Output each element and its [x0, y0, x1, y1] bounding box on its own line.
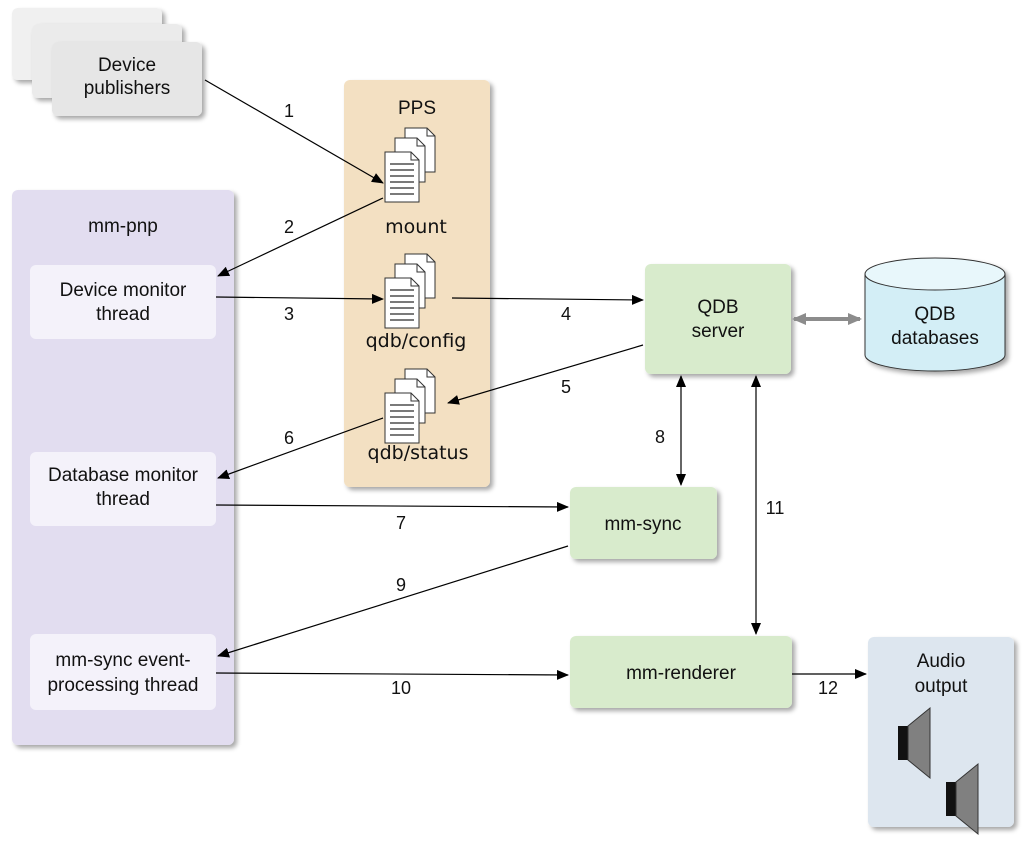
publishers-label-2: publishers [84, 78, 171, 99]
qdb-server-label-2: server [692, 321, 745, 342]
mm-sync-label: mm-sync [604, 514, 681, 535]
mm-sync-box: mm-sync [570, 487, 717, 559]
qdb-server-box: QDB server [645, 264, 791, 374]
edge-5 [447, 344, 644, 405]
device-publishers: Device publishers [12, 8, 202, 116]
mm-pnp-title: mm-pnp [88, 216, 158, 237]
edge-label-11: 11 [766, 498, 785, 518]
database-monitor-thread-box [30, 452, 216, 526]
edge-label-2: 2 [284, 217, 294, 237]
audio-output-label-2: output [915, 676, 969, 697]
edge-4 [451, 294, 644, 305]
edge-10 [215, 669, 569, 680]
mm-pnp-container: mm-pnp Device monitor thread Database mo… [12, 190, 234, 745]
config-label: qdb/config [366, 330, 467, 352]
edge-labels: 1 2 3 4 5 6 7 8 9 10 11 12 [284, 101, 838, 698]
edge-label-12: 12 [818, 678, 838, 698]
edge-label-1: 1 [284, 101, 294, 121]
edge-label-9: 9 [396, 575, 406, 595]
edge-label-7: 7 [396, 513, 406, 533]
qdb-databases-label-1: QDB [914, 304, 955, 325]
database-cylinder-icon [864, 257, 1006, 372]
edge-label-3: 3 [284, 304, 294, 324]
device-monitor-label-1: Device monitor [60, 280, 187, 301]
database-monitor-label-1: Database monitor [48, 465, 199, 486]
audio-output-box: Audio output [868, 637, 1014, 836]
edge-1 [204, 79, 384, 184]
edges [204, 79, 867, 680]
edge-7 [215, 501, 569, 512]
mm-renderer-label: mm-renderer [626, 663, 736, 684]
edge-label-4: 4 [561, 304, 571, 324]
speaker-icon [898, 706, 931, 780]
mount-label: mount [385, 216, 447, 238]
device-monitor-label-2: thread [96, 304, 150, 325]
edge-label-10: 10 [391, 678, 411, 698]
qdb-server-label-1: QDB [697, 297, 738, 318]
sync-event-label-2: processing thread [47, 675, 198, 696]
edge-6 [217, 417, 384, 479]
audio-output-label-1: Audio [917, 651, 966, 672]
qdb-databases-label-2: databases [891, 328, 979, 349]
status-label: qdb/status [368, 442, 469, 464]
pps-container: PPS mount qdb/config qdb/status [344, 80, 490, 487]
pps-title: PPS [398, 98, 436, 119]
publishers-label-1: Device [98, 55, 156, 76]
edge-3 [215, 293, 384, 304]
database-monitor-label-2: thread [96, 489, 150, 510]
sync-event-thread-box [30, 634, 216, 710]
device-monitor-thread-box [30, 265, 216, 339]
sync-event-label-1: mm-sync event- [55, 650, 190, 671]
edge-9 [217, 545, 569, 658]
edge-label-8: 8 [655, 427, 665, 447]
edge-label-5: 5 [561, 377, 571, 397]
speaker-icon [946, 762, 979, 836]
mm-renderer-box: mm-renderer [570, 636, 792, 708]
edge-2 [217, 197, 384, 277]
edge-label-6: 6 [284, 428, 294, 448]
